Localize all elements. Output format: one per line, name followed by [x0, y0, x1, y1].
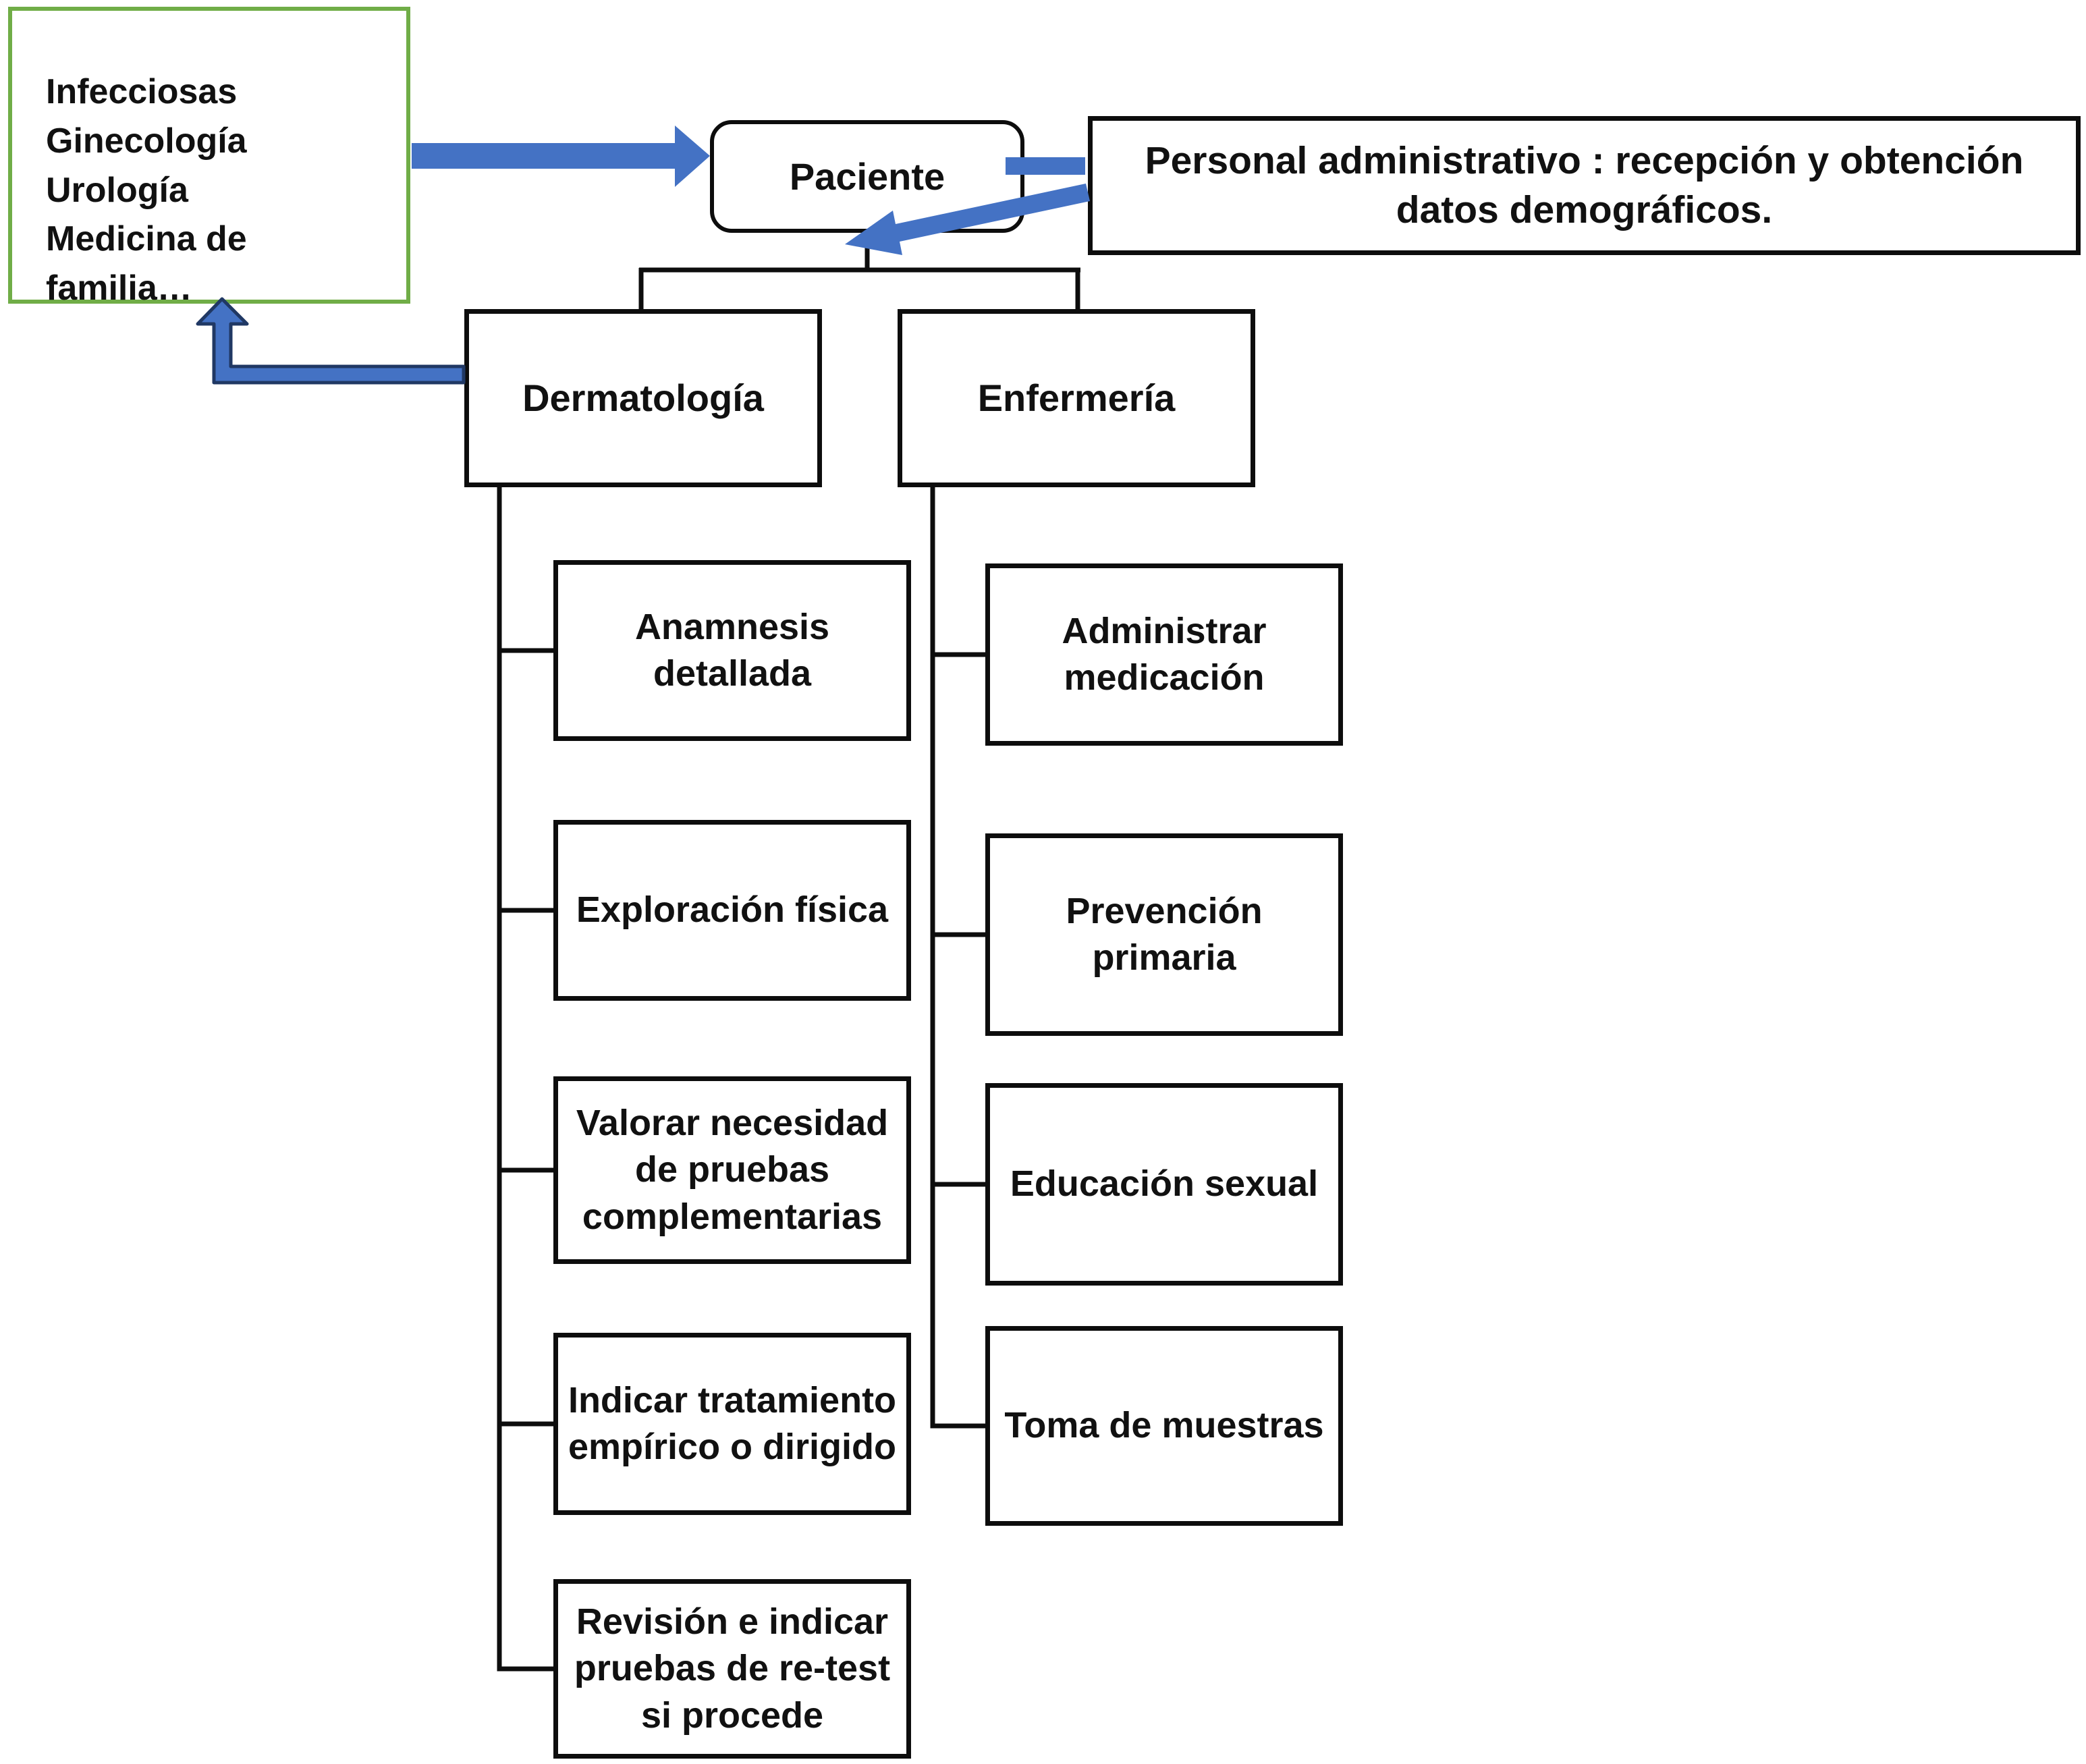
- arrow-referral-to-patient-icon: [412, 126, 710, 187]
- task-educacion-sexual: Educación sexual: [985, 1083, 1343, 1286]
- task-label: Prevención primaria: [1066, 890, 1263, 978]
- patient-node: Paciente: [710, 120, 1024, 233]
- specialty-line: Ginecología: [46, 121, 247, 161]
- branch-dermatologia-node: Dermatología: [464, 309, 822, 487]
- task-revision-retest: Revisión e indicar pruebas de re-test si…: [553, 1579, 911, 1759]
- task-administrar-medicacion: Administrar medicación: [985, 563, 1343, 746]
- task-toma-muestras: Toma de muestras: [985, 1326, 1343, 1526]
- referral-specialties-list: Infecciosas Ginecología Urología Medicin…: [46, 67, 393, 313]
- patient-label: Paciente: [789, 155, 945, 198]
- specialty-line: Urología: [46, 170, 188, 210]
- trunk-dermatologia: [497, 487, 553, 1672]
- branch-enfermeria-node: Enfermería: [898, 309, 1255, 487]
- task-label: Valorar necesidad de pruebas complementa…: [576, 1103, 889, 1237]
- task-label: Educación sexual: [1010, 1163, 1319, 1205]
- dermatologia-label: Dermatología: [522, 377, 764, 420]
- referral-specialties-box: Infecciosas Ginecología Urología Medicin…: [8, 7, 410, 308]
- task-indicar-tratamiento: Indicar tratamiento empírico o dirigido: [553, 1333, 911, 1515]
- enfermeria-label: Enfermería: [977, 377, 1176, 420]
- task-label: Revisión e indicar pruebas de re-test si…: [574, 1601, 891, 1736]
- task-label: Administrar medicación: [1062, 610, 1267, 698]
- task-prevencion-primaria: Prevención primaria: [985, 833, 1343, 1036]
- task-exploracion-fisica: Exploración física: [553, 820, 911, 1001]
- task-valorar-pruebas: Valorar necesidad de pruebas complementa…: [553, 1076, 911, 1264]
- specialty-line: Medicina de familia…: [46, 219, 247, 308]
- task-anamnesis-detallada: Anamnesis detallada: [553, 560, 911, 741]
- admin-node: Personal administrativo : recepción y ob…: [1088, 116, 2081, 255]
- task-label: Toma de muestras: [1004, 1405, 1324, 1446]
- task-label: Exploración física: [576, 889, 889, 931]
- admin-label: Personal administrativo : recepción y ob…: [1145, 139, 2024, 231]
- specialty-line: Infecciosas: [46, 72, 238, 111]
- task-label: Anamnesis detallada: [634, 606, 830, 694]
- trunk-enfermeria: [930, 487, 985, 1429]
- task-label: Indicar tratamiento empírico o dirigido: [568, 1379, 897, 1467]
